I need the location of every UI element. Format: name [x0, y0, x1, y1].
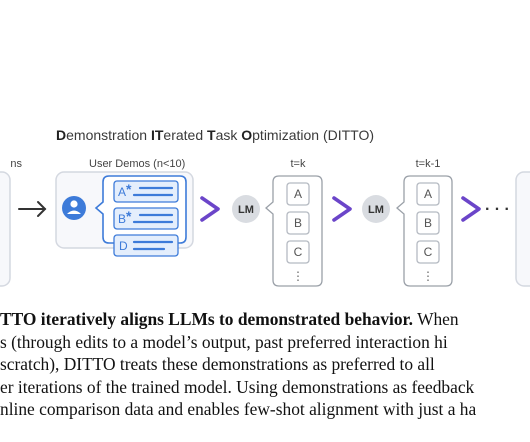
demo-card-a: A *: [113, 180, 179, 203]
user-avatar-icon: [62, 196, 86, 220]
iteration-items: A B C ⋮: [416, 182, 440, 283]
caption-line: TTO iteratively aligns LLMs to demonstra…: [0, 308, 530, 331]
right-arrow-icon: [18, 201, 47, 217]
lm-node: [362, 195, 390, 223]
chevron-right-icon: [200, 196, 220, 222]
candidate-item: A: [294, 187, 302, 201]
chevron-right-icon: [461, 196, 481, 222]
caption-line: nline comparison data and enables few-sh…: [0, 399, 477, 419]
candidate-item: C: [294, 245, 303, 259]
iteration-label: t=k-1: [416, 158, 441, 170]
caption-text: When: [413, 309, 459, 329]
figure-caption: TTO iteratively aligns LLMs to demonstra…: [0, 308, 530, 421]
title-part: ask: [216, 127, 242, 143]
candidate-item: C: [424, 245, 433, 259]
candidate-more: ⋮: [422, 269, 434, 283]
demo-card-b: B *: [113, 207, 179, 230]
caption-line: s (through edits to a model’s output, pa…: [0, 331, 448, 352]
title-part: emonstration: [66, 127, 151, 143]
title-part: D: [56, 127, 66, 143]
demo-card-star: *: [126, 181, 132, 197]
caption-line: scratch), DITTO treats these demonstrati…: [0, 354, 435, 374]
title-part: O: [241, 127, 252, 143]
lm-label: LM: [238, 204, 254, 216]
demo-card-star: *: [126, 208, 132, 224]
candidate-item: B: [294, 216, 302, 230]
ditto-figure: Demonstration ITerated Task Optimization…: [0, 127, 530, 287]
left-panel-label: ns: [10, 158, 22, 170]
title-part: ptimization (DITTO): [252, 127, 374, 143]
figure-title: Demonstration ITerated Task Optimization…: [56, 127, 374, 143]
demo-card-d: D: [113, 234, 179, 257]
caption-line: er iterations of the trained model. Usin…: [0, 376, 475, 397]
left-panel: [0, 171, 11, 287]
iteration-label: t=k: [291, 158, 306, 170]
title-part: T: [207, 127, 216, 143]
demo-card-letter: D: [119, 239, 128, 253]
title-part: erated: [163, 127, 207, 143]
title-part: IT: [151, 127, 164, 143]
candidate-item: B: [424, 216, 432, 230]
right-panel: [515, 171, 530, 287]
lm-label: LM: [368, 204, 384, 216]
candidate-item: A: [424, 187, 432, 201]
caption-bold: TTO iteratively aligns LLMs to demonstra…: [0, 309, 414, 329]
demo-card-letter: B: [118, 212, 126, 226]
iteration-items: A B C ⋮: [286, 182, 310, 283]
chevron-right-icon: [332, 196, 352, 222]
candidate-more: ⋮: [292, 269, 304, 283]
lm-node: [232, 195, 260, 223]
demo-card-letter: A: [118, 185, 126, 199]
continuation-ellipsis: · · ·: [485, 201, 510, 218]
user-demos-label: User Demos (n<10): [89, 158, 185, 170]
